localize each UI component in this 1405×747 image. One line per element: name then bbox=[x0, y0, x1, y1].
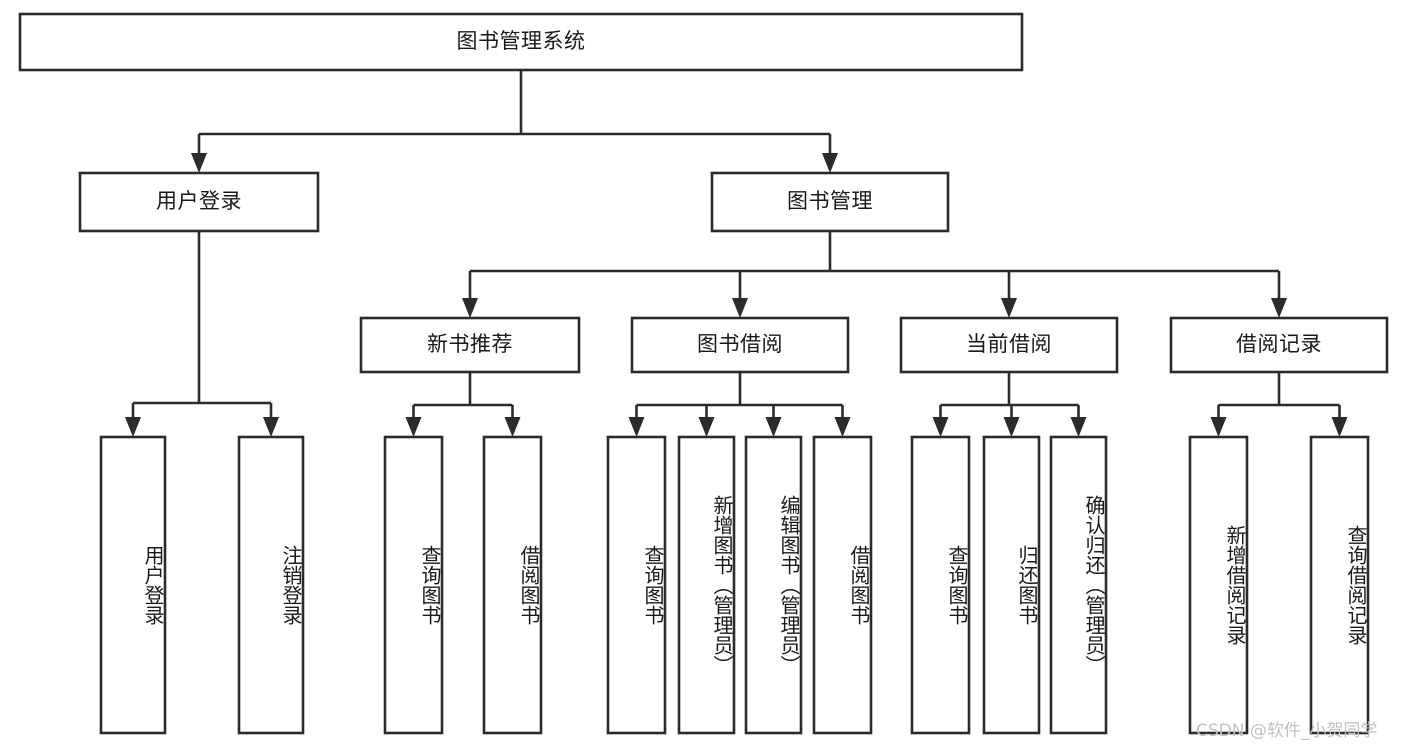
arrow-head bbox=[822, 153, 838, 173]
node-box-leaf-add-record bbox=[1188, 435, 1249, 735]
node-box-current-borrow bbox=[899, 316, 1119, 374]
node-box-leaf-confirm-return bbox=[1049, 435, 1108, 735]
node-box-leaf-query-book-cur bbox=[910, 435, 971, 735]
arrow-head bbox=[191, 153, 207, 173]
node-box-leaf-edit-book bbox=[744, 435, 803, 735]
node-box-leaf-query-record bbox=[1309, 435, 1370, 735]
arrow-head bbox=[263, 417, 279, 437]
arrow-head bbox=[628, 417, 645, 437]
arrow-head bbox=[765, 417, 782, 437]
node-box-leaf-borrow-book bbox=[812, 435, 873, 735]
arrow-head bbox=[698, 417, 715, 437]
node-box-new-book-rec bbox=[359, 316, 581, 374]
connectors-group bbox=[125, 70, 1348, 437]
arrow-head bbox=[1331, 417, 1348, 437]
node-box-leaf-add-book bbox=[677, 435, 736, 735]
node-box-borrow-record bbox=[1169, 316, 1389, 374]
arrow-head bbox=[1210, 417, 1227, 437]
node-box-leaf-query-book-borrow bbox=[606, 435, 667, 735]
node-boxes-group bbox=[18, 12, 1389, 735]
node-box-book-manage bbox=[710, 171, 950, 233]
node-box-root bbox=[18, 12, 1024, 72]
node-box-leaf-logout bbox=[237, 435, 305, 735]
node-box-leaf-return-book bbox=[982, 435, 1041, 735]
arrow-head bbox=[125, 417, 141, 437]
arrow-head bbox=[405, 417, 422, 437]
node-box-leaf-borrow-book-rec bbox=[482, 435, 543, 735]
node-box-leaf-user-login bbox=[99, 435, 167, 735]
arrow-head bbox=[1271, 298, 1287, 318]
node-box-book-borrow bbox=[630, 316, 850, 374]
arrow-head bbox=[504, 417, 521, 437]
arrow-head bbox=[834, 417, 851, 437]
arrow-head bbox=[1003, 417, 1020, 437]
arrow-head bbox=[932, 417, 949, 437]
node-box-leaf-query-book-rec bbox=[383, 435, 444, 735]
arrow-head bbox=[1070, 417, 1087, 437]
node-box-user-login bbox=[78, 171, 320, 233]
arrow-head bbox=[1001, 298, 1017, 318]
arrow-head bbox=[462, 298, 478, 318]
arrow-head bbox=[732, 298, 748, 318]
